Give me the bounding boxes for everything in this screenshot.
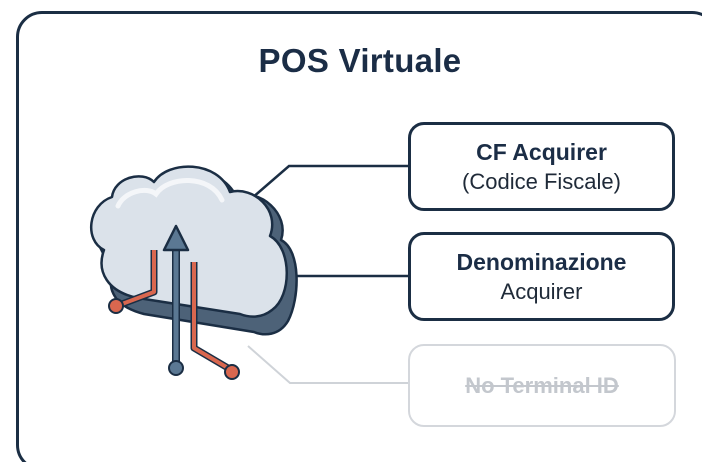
cf-acquirer-subtitle: (Codice Fiscale)	[462, 168, 621, 194]
cloud-face	[90, 165, 288, 318]
upload-arrow-head	[162, 224, 190, 252]
cf-acquirer-box: CF Acquirer (Codice Fiscale)	[408, 122, 675, 211]
denominazione-box: Denominazione Acquirer	[408, 232, 675, 321]
cloud-upload-icon	[90, 165, 298, 380]
connector-terminal-id	[247, 345, 408, 384]
terminal-id-label: No Terminal ID	[465, 372, 619, 398]
cf-acquirer-title: CF Acquirer	[476, 138, 607, 165]
denominazione-title: Denominazione	[456, 248, 627, 275]
terminal-id-box: No Terminal ID	[408, 344, 676, 427]
denominazione-subtitle: Acquirer	[500, 278, 583, 304]
page-title: POS Virtuale	[258, 42, 462, 79]
connector-cf-acquirer	[243, 164, 408, 206]
